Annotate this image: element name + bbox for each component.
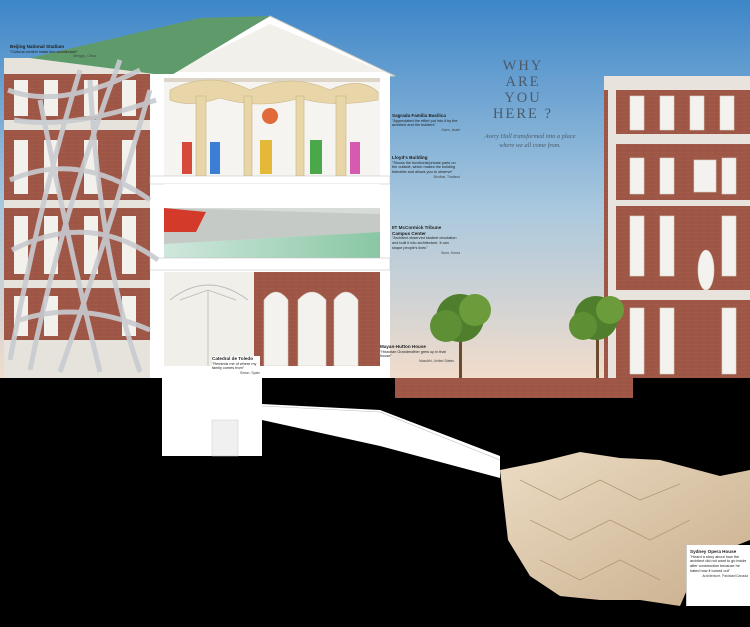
caption-title: Sydney Opera House xyxy=(690,549,737,554)
caption-title: Mayan-Hutton House xyxy=(380,344,426,349)
caption-attribution: Bhuthai, Thailand xyxy=(433,174,460,179)
headline-line: YOU xyxy=(504,90,542,106)
stained-glass xyxy=(182,108,360,174)
caption-quote: "Appreciated the effort put into it by t… xyxy=(392,118,458,128)
headline-line: HERE ? xyxy=(493,106,553,122)
caption-quote: "Historian Grandmother grew up in that h… xyxy=(380,349,446,359)
caption-mayan: Mayan-Hutton House "Historian Grandmothe… xyxy=(380,344,454,363)
headline-line: WHY xyxy=(502,58,544,74)
caption-title: IIT McCormick Tribune Campus Center xyxy=(392,225,442,236)
caption-lloyds: Lloyd's Building "Shows the functional/p… xyxy=(392,155,460,179)
caption-box-sydney xyxy=(686,545,750,606)
caption-toledo: Catedral de Toledo "Reminds me of where … xyxy=(212,356,260,376)
caption-attribution: Sunn, Korea xyxy=(441,250,460,255)
caption-quote: "Cultural context made into architecture… xyxy=(10,49,78,54)
right-building xyxy=(604,76,750,378)
caption-title: Beijing National Stadium xyxy=(10,44,65,49)
building-section xyxy=(149,74,391,378)
caption-attribution: Architecture, Pakistan/Canada xyxy=(702,573,748,578)
caption-title: Lloyd's Building xyxy=(392,155,428,160)
tree-left xyxy=(430,294,491,378)
caption-sagrada: Sagrada Familia Basilica "Appreciated th… xyxy=(392,113,460,132)
subheadline: Avery Hall transformed into a place wher… xyxy=(484,133,576,149)
tree-right xyxy=(569,296,624,378)
caption-attribution: Mazulthi, United States xyxy=(419,359,454,364)
caption-title: Sagrada Familia Basilica xyxy=(392,113,446,118)
headline: WHY ARE YOU HERE ? xyxy=(478,58,568,122)
caption-quote: "Shows the functional/private parts on t… xyxy=(392,160,456,175)
caption-iit: IIT McCormick Tribune Campus Center "Arc… xyxy=(392,225,460,255)
caption-title: Catedral de Toledo xyxy=(212,356,254,361)
roof-pediment xyxy=(30,15,396,77)
street-wall xyxy=(395,378,633,398)
caption-sydney: Sydney Opera House "Heard a story about … xyxy=(690,549,748,578)
basement xyxy=(162,378,501,478)
caption-quote: "Architect observed student circulation … xyxy=(392,236,457,250)
caption-attribution: Mengyu, China xyxy=(73,54,96,59)
beijing-stadium-ribbons xyxy=(7,59,160,373)
caption-beijing: Beijing National Stadium "Cultural conte… xyxy=(10,44,96,59)
caption-quote: "Heard a story about how the architect d… xyxy=(690,554,747,573)
caption-attribution: Gaen, Israel xyxy=(441,128,460,133)
caption-quote: "Reminds me of where my family comes fro… xyxy=(212,361,257,371)
headline-line: ARE xyxy=(505,74,541,90)
caption-attribution: Simon, Spain xyxy=(239,371,260,376)
